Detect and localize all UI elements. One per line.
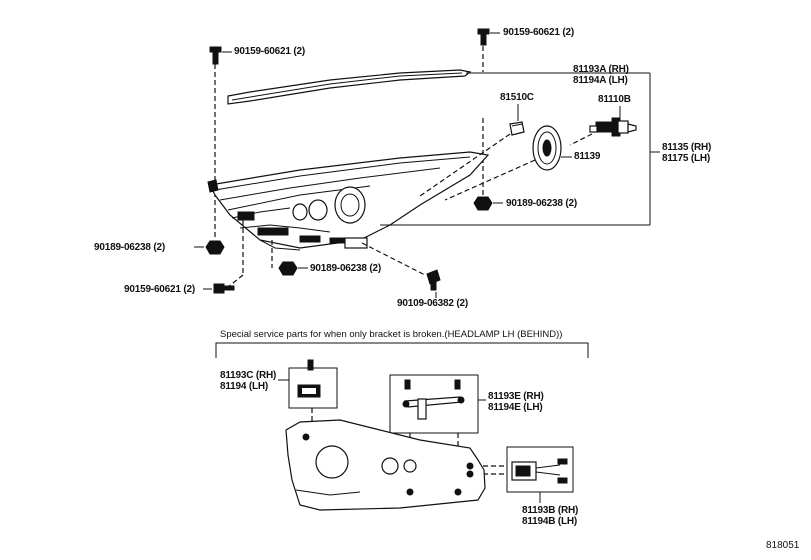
bracket-81193e	[402, 379, 465, 420]
label-bolt-bottom-left: 90159-60621 (2)	[124, 284, 195, 295]
label-bracket-b-rh: 81193B (RH)	[522, 505, 579, 516]
label-bracket-b-lh: 81194B (LH)	[522, 516, 578, 527]
label-assy-lh: 81175 (LH)	[662, 153, 711, 164]
label-bracket-e-rh: 81193E (RH)	[488, 391, 544, 402]
figure-reference-number: 818051	[766, 540, 800, 551]
label-trim-lh: 81194A (LH)	[573, 75, 628, 86]
bracket-81193b	[511, 458, 568, 484]
label-assy-rh: 81135 (RH)	[662, 142, 712, 153]
screw-bottom	[426, 269, 441, 291]
headlamp-assembly	[207, 151, 490, 251]
label-bracket-c: 81193C (RH) 81194 (LH)	[220, 370, 276, 392]
label-bulb: 81110B	[598, 94, 631, 105]
label-bracket-e: 81193E (RH) 81194E (LH)	[488, 391, 544, 413]
label-bracket-b: 81193B (RH) 81194B (LH)	[522, 505, 578, 527]
label-bracket-c-lh: 81194 (LH)	[220, 381, 269, 392]
socket-81510c	[509, 121, 525, 136]
bracket-81193c	[297, 359, 321, 398]
bulb-81110b	[589, 117, 637, 137]
nut-left	[205, 240, 225, 255]
lamp-housing-rear	[285, 419, 486, 511]
label-nut-left: 90189-06238 (2)	[94, 242, 165, 253]
label-bolt-top-right: 90159-60621 (2)	[503, 27, 574, 38]
bolt-bottom-left	[213, 283, 235, 294]
label-assy: 81135 (RH) 81175 (LH)	[662, 142, 711, 164]
label-screw-bottom: 90109-06382 (2)	[397, 298, 468, 309]
label-trim-rh: 81193A (RH)	[573, 64, 629, 75]
bolt-top-left	[209, 46, 222, 65]
label-nut-right: 90189-06238 (2)	[506, 198, 577, 209]
bolt-top-right	[477, 28, 490, 46]
trim-strip	[227, 69, 472, 105]
special-parts-bracket-line	[215, 342, 589, 358]
label-socket: 81510C	[500, 92, 534, 103]
special-parts-note: Special service parts for when only brac…	[220, 329, 563, 340]
label-cover: 81139	[574, 151, 601, 162]
label-bolt-top-left: 90159-60621 (2)	[234, 46, 305, 57]
label-nut-mid: 90189-06238 (2)	[310, 263, 381, 274]
nut-mid	[278, 261, 298, 276]
box-81193e	[389, 374, 479, 434]
label-trim: 81193A (RH) 81194A (LH)	[573, 64, 629, 86]
label-bracket-e-lh: 81194E (LH)	[488, 402, 543, 413]
label-bracket-c-rh: 81193C (RH)	[220, 370, 277, 381]
nut-right	[473, 196, 493, 211]
cover-81139	[532, 125, 562, 171]
